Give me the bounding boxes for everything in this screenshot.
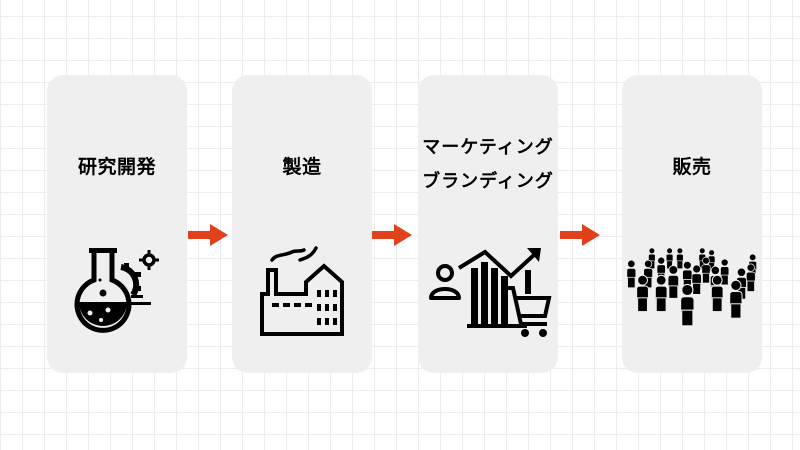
crowd-people-icon — [622, 235, 762, 345]
step-card-marketing: マーケティング ブランディング — [418, 75, 558, 373]
step-title-line-1: マーケティング — [422, 137, 554, 158]
arrow-right-icon — [560, 224, 600, 246]
step-title: 研究開発 — [77, 156, 156, 178]
step-title: 販売 — [672, 156, 712, 178]
step-title: 製造 — [282, 156, 322, 178]
factory-icon — [232, 235, 372, 345]
marketing-chart-cart-icon — [418, 235, 558, 345]
step-card-research: 研究開発 — [47, 75, 187, 373]
arrow-right-icon — [372, 224, 412, 246]
step-title: マーケティング ブランディング — [418, 131, 558, 199]
step-title-line-2: ブランディング — [422, 171, 554, 192]
flask-gear-icon — [47, 235, 187, 345]
arrow-right-icon — [188, 224, 228, 246]
step-card-sales: 販売 — [622, 75, 762, 373]
step-card-manufacturing: 製造 — [232, 75, 372, 373]
